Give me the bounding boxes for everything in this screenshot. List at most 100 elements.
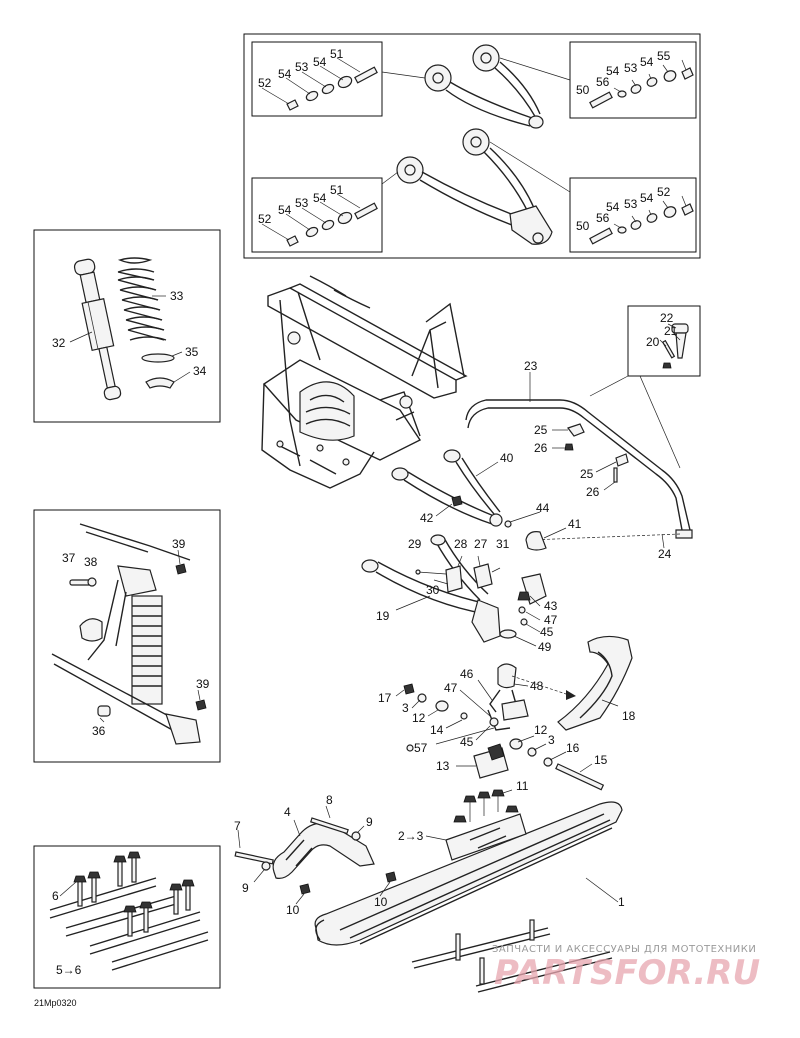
- callout: 54: [278, 67, 292, 81]
- callout: 20: [646, 335, 660, 349]
- spindle-assembly: 48 46 47 45 57: [406, 663, 576, 755]
- callout: 50: [576, 83, 590, 97]
- callout: 2→3: [398, 829, 424, 843]
- callout: 1: [618, 895, 625, 909]
- callout: 53: [624, 61, 638, 75]
- lower-a-arm-drawing: [381, 128, 571, 245]
- callout: 9: [242, 881, 249, 895]
- callout: 24: [658, 547, 672, 561]
- callout: 40: [500, 451, 514, 465]
- runner-inset: 6 5→6: [33, 845, 221, 989]
- inset-bushing-upper-left: 52 54 53 54 51: [251, 41, 383, 117]
- left-bolt-stack: 17 3 12 14: [378, 683, 468, 737]
- callout: 4: [284, 805, 291, 819]
- callout: 47: [444, 681, 458, 695]
- callout: 8: [326, 793, 333, 807]
- callout: 52: [657, 185, 671, 199]
- callout: 6: [52, 889, 59, 903]
- callout: 54: [640, 55, 654, 69]
- chassis-frame: [261, 275, 468, 489]
- callout: 21: [664, 324, 678, 338]
- watermark: ЗАПЧАСТИ И АКСЕССУАРЫ ДЛЯ МОТОТЕХНИКИ PA…: [492, 944, 760, 993]
- callout: 16: [566, 741, 580, 755]
- callout: 19: [376, 609, 390, 623]
- callout: 39: [196, 677, 210, 691]
- callout: 50: [576, 219, 590, 233]
- callout: 22: [660, 311, 674, 325]
- callout: 5→6: [56, 963, 82, 977]
- shock-absorber-inset: 32 33 35 34: [33, 229, 221, 423]
- callout: 56: [596, 75, 610, 89]
- callout: 25: [534, 423, 548, 437]
- callout: 34: [193, 364, 207, 378]
- callout: 31: [496, 537, 510, 551]
- ski-stop-bumper: 18: [557, 635, 636, 731]
- callout: 54: [640, 191, 654, 205]
- callout: 12: [412, 711, 426, 725]
- callout: 32: [52, 336, 66, 350]
- callout: 27: [474, 537, 488, 551]
- callout: 33: [170, 289, 184, 303]
- callout: 54: [313, 191, 327, 205]
- callout: 10: [286, 903, 300, 917]
- callout: 54: [313, 55, 327, 69]
- callout: 45: [540, 625, 554, 639]
- watermark-tagline: ЗАПЧАСТИ И АКСЕССУАРЫ ДЛЯ МОТОТЕХНИКИ: [492, 944, 756, 955]
- callout: 12: [534, 723, 548, 737]
- callout: 14: [430, 723, 444, 737]
- ski-bushing-block: 13: [436, 743, 509, 779]
- callout: 25: [580, 467, 594, 481]
- callout: 43: [544, 599, 558, 613]
- callout: 11: [516, 779, 529, 793]
- callout: 35: [185, 345, 199, 359]
- callout: 56: [596, 211, 610, 225]
- callout: 13: [436, 759, 450, 773]
- top-section-frame: [243, 33, 701, 259]
- inset-bushing-upper-right: 50 56 54 53 54 55: [569, 41, 697, 119]
- callout: 9: [366, 815, 373, 829]
- callout: 23: [524, 359, 538, 373]
- callout: 37: [62, 551, 76, 565]
- callout: 55: [657, 49, 671, 63]
- callout: 7: [234, 819, 241, 833]
- callout: 41: [568, 517, 582, 531]
- callout: 46: [460, 667, 474, 681]
- shock-mount-inset: 37 38 39 39 36: [33, 509, 221, 763]
- inset-bushing-lower-left: 52 54 53 54 51: [251, 177, 383, 253]
- right-bolt-stack: 12 3 16 15: [509, 723, 608, 791]
- callout: 39: [172, 537, 186, 551]
- callout: 26: [534, 441, 548, 455]
- callout: 45: [460, 735, 474, 749]
- callout: 36: [92, 724, 106, 738]
- callout: 52: [258, 212, 272, 226]
- sway-bar: 23 24 25 26 25 26: [465, 359, 693, 561]
- upper-a-arm-drawing: [381, 44, 571, 129]
- callout: 54: [606, 200, 620, 214]
- callout: 51: [330, 47, 344, 61]
- figure-reference: 21Mp0320: [34, 998, 77, 1008]
- ski-handle: 4 7 8 9 9 10 10: [234, 793, 397, 917]
- callout: 10: [374, 895, 388, 909]
- callout: 44: [536, 501, 550, 515]
- callout: 48: [530, 679, 544, 693]
- callout: 17: [378, 691, 392, 705]
- callout: 54: [606, 64, 620, 78]
- callout: 15: [594, 753, 608, 767]
- lower-a-arm: 19 29 28 27 31 30 43 47 45 49: [361, 534, 558, 654]
- callout: 38: [84, 555, 98, 569]
- callout: 18: [622, 709, 636, 723]
- callout: 47: [544, 613, 558, 627]
- sway-bar-link-inset: 22 21 20: [589, 305, 701, 469]
- callout: 53: [295, 196, 309, 210]
- callout: 3: [548, 733, 555, 747]
- callout: 57: [414, 741, 428, 755]
- callout: 51: [330, 183, 344, 197]
- callout: 52: [258, 76, 272, 90]
- callout: 54: [278, 203, 292, 217]
- callout: 42: [420, 511, 434, 525]
- callout: 49: [538, 640, 552, 654]
- top-a-arm-section: 52 54 53 54 51 50 56 54 53 54 55: [243, 33, 701, 259]
- callout: 29: [408, 537, 422, 551]
- callout: 53: [295, 60, 309, 74]
